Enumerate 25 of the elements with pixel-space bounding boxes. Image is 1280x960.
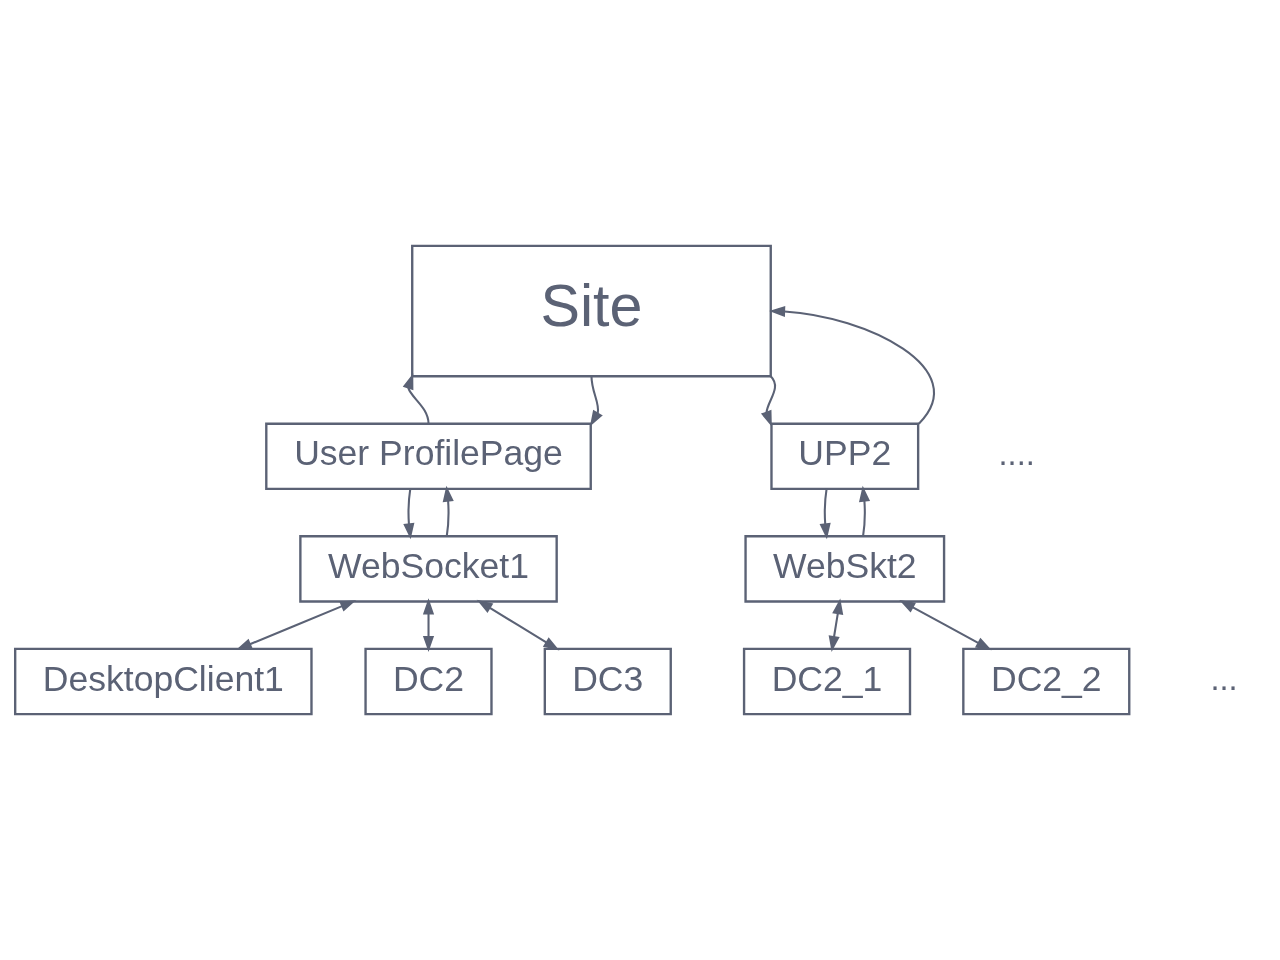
arrow bbox=[235, 600, 357, 650]
label: ... bbox=[1210, 659, 1238, 697]
label: .... bbox=[998, 434, 1035, 472]
node-box: DesktopClient1 bbox=[14, 647, 313, 716]
arrow bbox=[402, 373, 430, 424]
node-box: UPP2 bbox=[770, 422, 920, 491]
node-box: Site bbox=[411, 244, 772, 378]
arrow bbox=[899, 600, 992, 651]
arrow bbox=[858, 485, 871, 537]
arrow bbox=[828, 598, 844, 652]
node-box: WebSkt2 bbox=[744, 535, 946, 603]
arrow bbox=[422, 598, 435, 652]
arrow bbox=[769, 305, 935, 425]
arrow bbox=[589, 376, 603, 427]
arrow bbox=[819, 488, 831, 540]
node-box: DC2 bbox=[364, 647, 493, 716]
arrow bbox=[760, 375, 776, 427]
arrow bbox=[442, 485, 454, 537]
node-box: WebSocket1 bbox=[299, 535, 558, 603]
node-box: User ProfilePage bbox=[265, 422, 592, 491]
node-box: DC2_1 bbox=[742, 647, 912, 716]
arrow bbox=[403, 488, 415, 540]
node-box: DC2_2 bbox=[962, 647, 1131, 716]
arrow bbox=[476, 599, 560, 651]
node-box: DC3 bbox=[543, 647, 672, 716]
